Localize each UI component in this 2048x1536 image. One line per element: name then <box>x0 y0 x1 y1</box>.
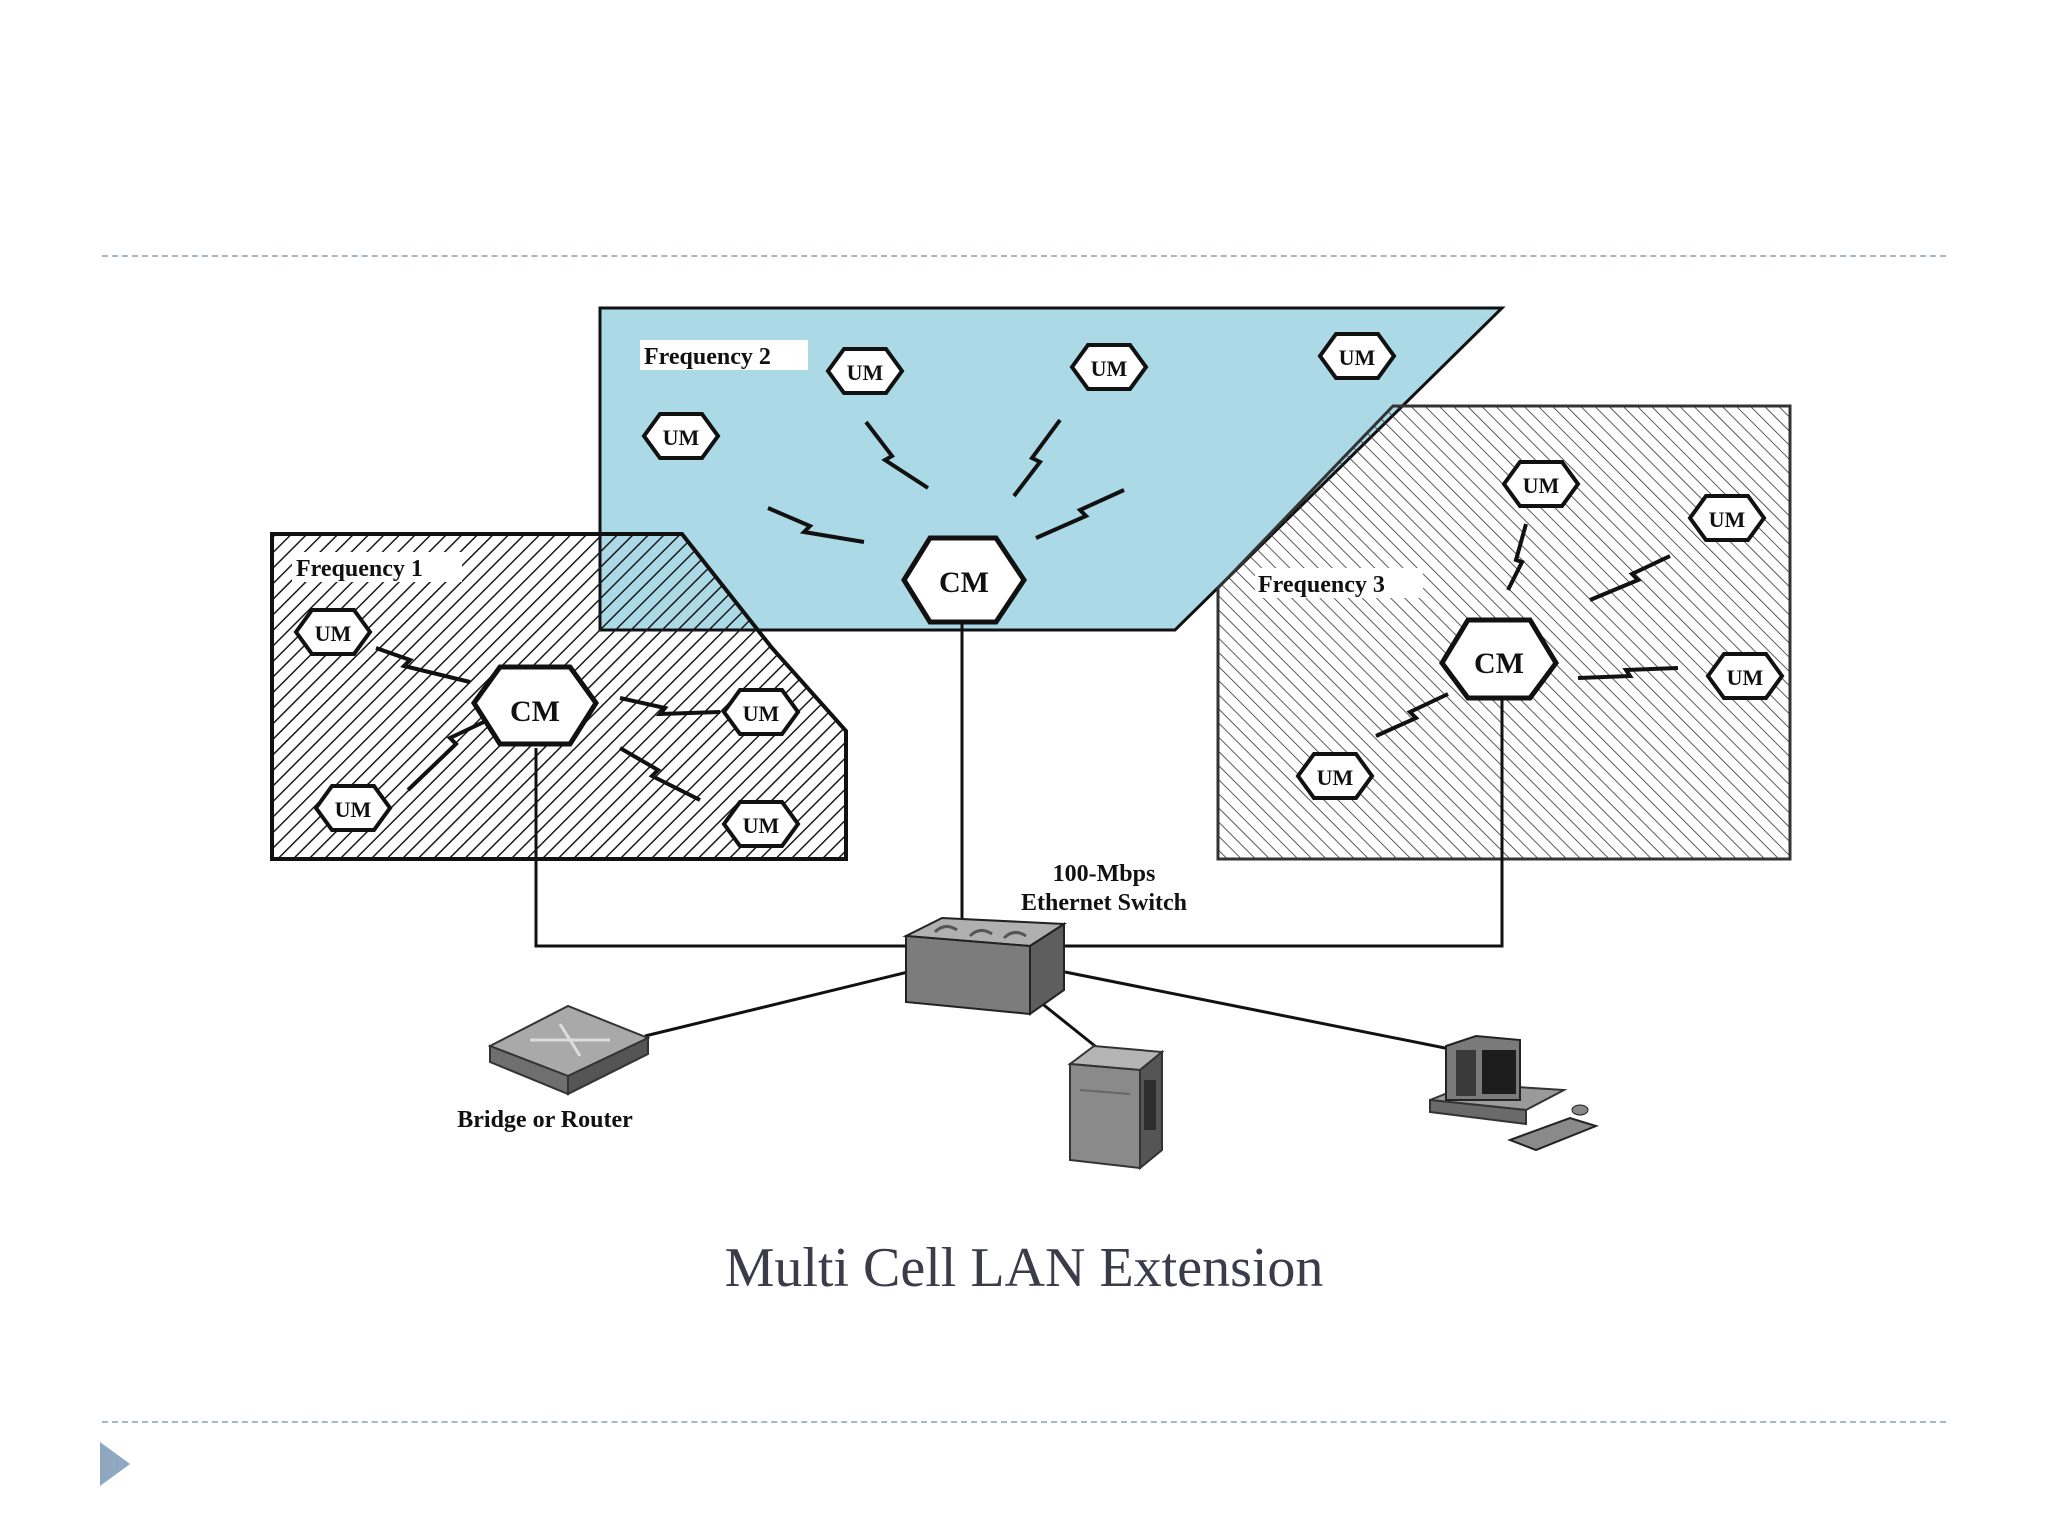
um-f3-4: UM <box>1295 752 1375 800</box>
slide-caption: Multi Cell LAN Extension <box>724 1237 1324 1299</box>
wired-links <box>534 620 1504 1054</box>
um-f2-1: UM <box>825 347 905 395</box>
slide-bullet-arrow-icon <box>100 1442 130 1486</box>
svg-text:UM: UM <box>663 425 700 450</box>
frequency-2-cell <box>598 306 1506 632</box>
server-icon <box>1067 1044 1165 1171</box>
cm-3-label: CM <box>1474 647 1524 680</box>
um-f2-2: UM <box>1069 343 1149 391</box>
control-module-cm-3: CM <box>1438 617 1560 701</box>
um-f3-1: UM <box>1501 460 1581 508</box>
svg-text:UM: UM <box>1339 345 1376 370</box>
um-f2-3: UM <box>1317 332 1397 380</box>
ethernet-switch-icon <box>902 916 1068 1016</box>
um-f1-2: UM <box>721 688 801 736</box>
svg-text:UM: UM <box>847 360 884 385</box>
control-module-cm-1: CM <box>470 664 600 747</box>
wireless-links <box>375 418 1679 802</box>
frequency-2-label: Frequency 2 <box>644 344 771 370</box>
switch-label-speed: 100-Mbps <box>1053 861 1156 887</box>
svg-text:UM: UM <box>1523 473 1560 498</box>
um-f2-4: UM <box>641 412 721 460</box>
switch-label-name: Ethernet Switch <box>1021 890 1187 916</box>
bridge-router-label: Bridge or Router <box>457 1107 633 1133</box>
svg-text:UM: UM <box>1709 507 1746 532</box>
top-divider <box>102 255 1946 257</box>
um-f1-1: UM <box>293 608 373 656</box>
cm-2-label: CM <box>939 566 989 599</box>
user-modules: UM UM UM UM UM UM UM UM UM UM UM UM <box>293 332 1785 848</box>
svg-text:UM: UM <box>315 621 352 646</box>
svg-text:UM: UM <box>1317 765 1354 790</box>
svg-text:UM: UM <box>1091 356 1128 381</box>
svg-text:UM: UM <box>335 797 372 822</box>
um-f3-3: UM <box>1705 652 1785 700</box>
frequency-3-label: Frequency 3 <box>1258 572 1385 598</box>
frequency-1-label: Frequency 1 <box>296 556 423 582</box>
um-f1-4: UM <box>721 800 801 848</box>
bottom-divider <box>102 1421 1946 1423</box>
bridge-router-icon <box>487 1004 651 1096</box>
svg-text:UM: UM <box>743 813 780 838</box>
cm-1-label: CM <box>510 695 560 728</box>
um-f3-2: UM <box>1687 494 1767 542</box>
um-f1-3: UM <box>313 784 393 832</box>
control-module-cm-2: CM <box>901 535 1028 625</box>
svg-text:UM: UM <box>1727 665 1764 690</box>
workstation-icon <box>1429 1034 1600 1152</box>
svg-text:UM: UM <box>743 701 780 726</box>
